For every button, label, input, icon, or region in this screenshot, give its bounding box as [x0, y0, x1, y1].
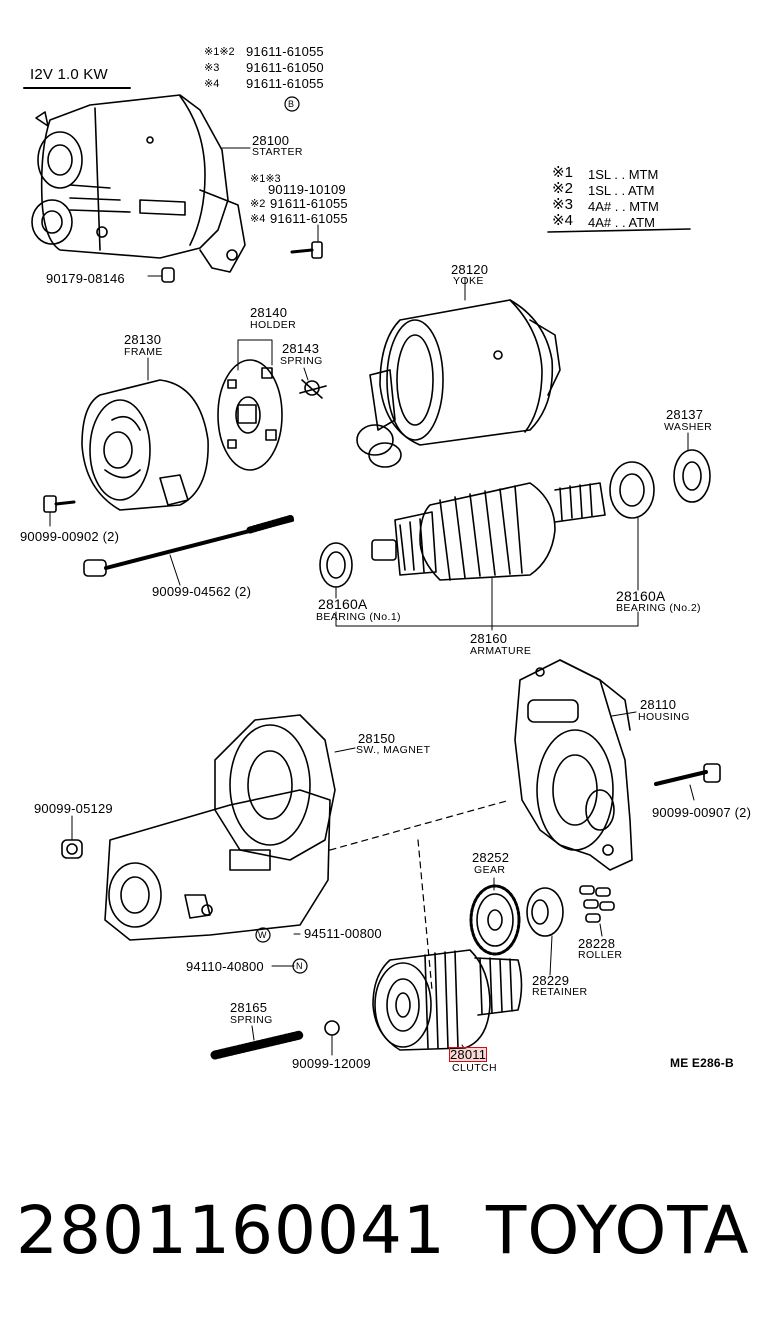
nut-small-drawing	[147, 267, 175, 283]
starter-ref-code: 90119-10109	[268, 182, 346, 197]
bearing-no1-part-number: 28160A	[318, 596, 368, 612]
starter-ref-mark: ※1※3	[250, 173, 281, 185]
legend-mark: ※1	[552, 164, 573, 181]
diagram-code: ME E286-B	[670, 1056, 734, 1070]
legend-text: 4A# . . MTM	[588, 199, 659, 214]
frame-drawing	[81, 357, 209, 511]
armature-part-name: ARMATURE	[470, 645, 532, 657]
magnet-switch-part-name: SW., MAGNET	[356, 744, 431, 756]
circle-w-symbol	[255, 927, 271, 943]
legend-mark: ※3	[552, 196, 573, 213]
frame-part-name: FRAME	[124, 346, 163, 358]
starter-part-number: 28100	[252, 133, 290, 148]
armature-drawing	[371, 482, 606, 631]
yoke-drawing	[356, 277, 561, 468]
brush-spring-part-number: 28143	[282, 341, 320, 356]
roller-part-number: 28228	[578, 936, 616, 951]
washer-drawing	[673, 432, 711, 503]
magnet-switch-drawing	[104, 714, 356, 941]
bolt-90099-00902-drawing	[43, 495, 76, 527]
retainer-part-number: 28229	[532, 973, 570, 988]
drive-spring-part-number: 28165	[230, 1000, 268, 1015]
roller-part-name: ROLLER	[578, 949, 623, 961]
retainer-part-name: RETAINER	[532, 986, 588, 998]
bearing-no2-drawing	[609, 461, 655, 591]
through-bolt-drawing	[83, 514, 296, 586]
legend-text: 4A# . . ATM	[588, 215, 655, 230]
top-ref-mark: ※1※2	[204, 46, 235, 58]
retainer-drawing	[526, 887, 564, 976]
bolt-90099-00907-label: 90099-00907 (2)	[652, 805, 752, 820]
washer-part-name: WASHER	[664, 421, 713, 433]
magnet-switch-part-number: 28150	[358, 731, 396, 746]
gear-part-number: 28252	[472, 850, 510, 865]
top-ref-mark: ※4	[204, 78, 220, 90]
yoke-part-number: 28120	[451, 262, 489, 277]
yoke-part-name: YOKE	[453, 275, 484, 287]
starter-ref-code: 91611-61055	[270, 196, 348, 211]
steel-ball-label: 90099-12009	[292, 1056, 371, 1071]
through-bolt-label: 90099-04562 (2)	[152, 584, 252, 599]
armature-part-number: 28160	[470, 631, 508, 646]
top-ref-code: 91611-61055	[246, 76, 324, 91]
voltage-spec-label: I2V 1.0 KW	[30, 66, 108, 83]
holder-part-number: 28140	[250, 305, 288, 320]
brush-spring-part-name: SPRING	[280, 355, 323, 367]
washer-part-number: 28137	[666, 407, 704, 422]
nut-90099-05129-label: 90099-05129	[34, 801, 113, 816]
top-ref-mark: ※3	[204, 62, 220, 74]
bearing-no1-drawing	[319, 542, 353, 599]
legend-text: 1SL . . ATM	[588, 183, 655, 198]
legend-mark: ※2	[552, 180, 573, 197]
nut-94110-label: 94110-40800	[186, 959, 264, 974]
bolt-90099-00907-drawing	[654, 763, 721, 801]
roller-drawing	[579, 885, 615, 937]
bolt-90099-00902-label: 90099-00902 (2)	[20, 529, 120, 544]
drive-spring-part-name: SPRING	[230, 1014, 273, 1026]
housing-part-name: HOUSING	[638, 711, 690, 723]
circle-n-letter: N	[296, 961, 303, 971]
bearing-no1-part-name: BEARING (No.1)	[316, 611, 401, 623]
legend-mark: ※4	[552, 212, 573, 229]
gear-drawing	[469, 877, 521, 956]
starter-ref-code: 91611-61055	[270, 211, 348, 226]
washer-94511-label: 94511-00800	[304, 926, 382, 941]
top-ref-code: 91611-61050	[246, 60, 324, 75]
top-ref-code: 91611-61055	[246, 44, 324, 59]
housing-drawing	[514, 659, 637, 871]
footer-part-number: 2801160041	[16, 1192, 446, 1269]
holder-part-name: HOLDER	[250, 319, 297, 331]
footer-brand: TOYOTA	[486, 1192, 750, 1269]
clutch-drawing	[372, 949, 523, 1051]
circle-b-symbol	[284, 96, 300, 112]
bolt-90179-08146-label: 90179-08146	[46, 271, 125, 286]
circle-b-letter: B	[288, 99, 295, 109]
gear-part-name: GEAR	[474, 864, 506, 876]
nut-90099-05129-drawing	[61, 815, 83, 859]
starter-assembly-drawing	[31, 94, 251, 273]
circle-n-symbol	[292, 958, 308, 974]
bearing-no2-part-name: BEARING (No.2)	[616, 602, 701, 614]
drive-spring-drawing	[210, 1025, 305, 1060]
brush-spring-drawing	[299, 367, 327, 399]
starter-ref-mark: ※4	[250, 213, 266, 225]
frame-part-number: 28130	[124, 332, 162, 347]
holder-drawing	[217, 339, 283, 471]
legend-text: 1SL . . MTM	[588, 167, 659, 182]
steel-ball-drawing	[324, 1020, 340, 1056]
circle-w-letter: W	[258, 930, 267, 940]
starter-ref-mark: ※2	[250, 198, 266, 210]
screw-90119-drawing	[290, 224, 323, 259]
bearing-no2-part-number: 28160A	[616, 588, 666, 604]
clutch-part-name: CLUTCH	[452, 1062, 497, 1074]
clutch-part-number[interactable]: 28011	[448, 1047, 488, 1062]
starter-part-name: STARTER	[252, 146, 303, 158]
housing-part-number: 28110	[640, 697, 677, 712]
